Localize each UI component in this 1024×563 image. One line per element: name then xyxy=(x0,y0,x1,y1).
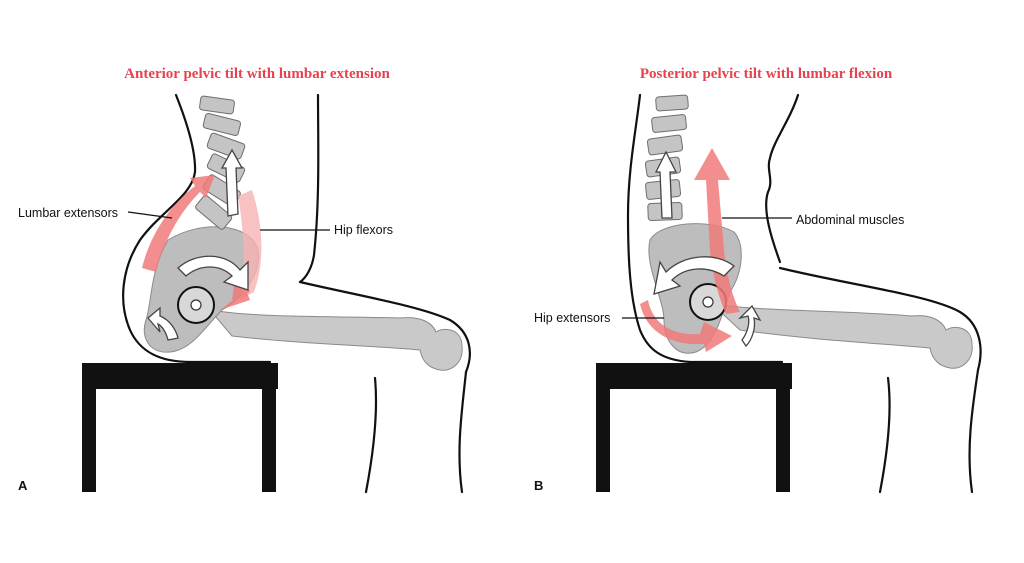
panel-a-hip-rotation-arrow xyxy=(147,306,179,341)
panel-b-stool xyxy=(596,363,792,492)
panel-a-hip-flexor-arrow xyxy=(220,270,250,310)
panel-b-hip-extensor-muscle xyxy=(640,300,732,352)
panel-b-pelvis-rotation-arrow xyxy=(653,256,735,295)
panel-a-calf xyxy=(364,376,378,494)
panel-a-femur xyxy=(208,309,463,371)
panel-b-front-torso xyxy=(765,93,800,264)
panel-b-abdominal-muscle xyxy=(694,148,740,314)
panel-b-letter: B xyxy=(534,478,543,493)
panel-b-title: Posterior pelvic tilt with lumbar flexio… xyxy=(640,66,893,82)
panel-b-thigh-top xyxy=(778,266,982,372)
panel-a-title: Anterior pelvic tilt with lumbar extensi… xyxy=(124,66,390,82)
panel-a-stool xyxy=(82,363,278,492)
leader-lumbar-extensors xyxy=(127,211,173,219)
panel-a-shin xyxy=(458,370,468,494)
panel-b-hip-center xyxy=(702,296,714,308)
panel-a-thigh-top xyxy=(298,280,471,374)
panel-b-body-outline xyxy=(626,93,784,364)
panel-a-spine-arrow xyxy=(220,148,244,217)
label-lumbar-extensors: Lumbar extensors xyxy=(18,206,118,220)
label-hip-flexors: Hip flexors xyxy=(334,223,393,237)
label-hip-extensors: Hip extensors xyxy=(534,311,610,325)
panel-a-letter: A xyxy=(18,478,28,493)
panel-a-lumbar-extensor-muscle xyxy=(142,175,215,272)
panel-b-hip-rotation-arrow xyxy=(737,304,762,348)
panel-b-femur xyxy=(710,303,973,369)
panel-a: Anterior pelvic tilt with lumbar extensi… xyxy=(18,66,471,494)
panel-a-front-torso xyxy=(298,93,320,284)
panel-b-calf xyxy=(878,376,891,494)
panel-a-pelvis-rotation-arrow xyxy=(177,255,249,291)
panel-b: Posterior pelvic tilt with lumbar flexio… xyxy=(534,66,982,494)
panel-a-body-outline xyxy=(122,93,272,364)
panel-b-spine-arrow xyxy=(654,150,678,219)
panel-b-shin xyxy=(968,368,980,494)
panel-a-hip-center xyxy=(190,299,202,311)
label-abdominal-muscles: Abdominal muscles xyxy=(796,213,904,227)
